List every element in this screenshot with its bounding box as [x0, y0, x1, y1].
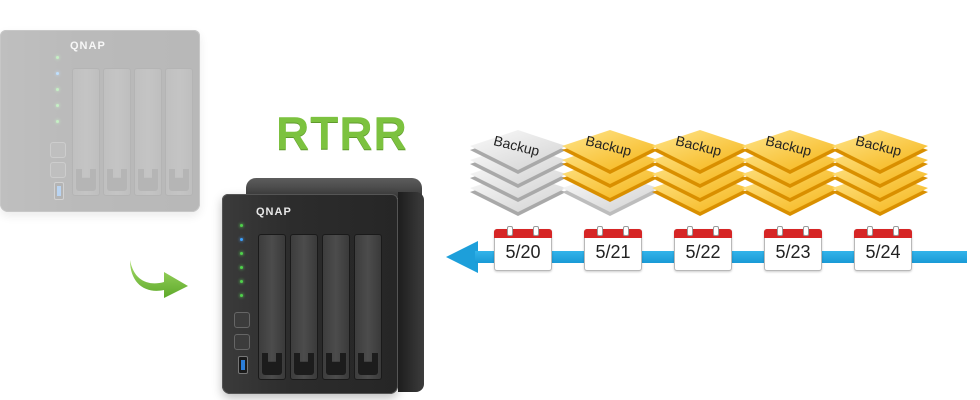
calendar-ring: [507, 226, 513, 236]
calendar-ring: [533, 226, 539, 236]
calendar-icon: 5/23: [764, 226, 822, 271]
target-nas-top: [246, 178, 422, 198]
calendar-ring: [597, 226, 603, 236]
led-icon: [240, 224, 243, 227]
led-icon: [56, 88, 59, 91]
led-icon: [240, 294, 243, 297]
drive-bay: [322, 234, 350, 380]
calendar-ring: [867, 226, 873, 236]
drive-bay: [72, 68, 100, 196]
drive-bay: [258, 234, 286, 380]
rtrr-title: RTRR: [276, 107, 408, 159]
backup-stack: Backup: [562, 128, 662, 228]
calendar-header: [854, 229, 912, 238]
calendar-ring: [777, 226, 783, 236]
source-nas-body: QNAP: [0, 30, 200, 212]
calendar-icon: 5/24: [854, 226, 912, 271]
calendar-header: [674, 229, 732, 238]
led-icon: [56, 56, 59, 59]
copy-button-icon: [50, 162, 66, 178]
power-button-icon: [50, 142, 66, 158]
drive-bay: [290, 234, 318, 380]
copy-button-icon: [234, 334, 250, 350]
power-button-icon: [234, 312, 250, 328]
led-icon: [240, 280, 243, 283]
led-icon: [240, 238, 243, 241]
timeline-arrow-icon: [446, 241, 478, 273]
calendar-ring: [893, 226, 899, 236]
target-nas-bays: [258, 234, 388, 384]
backup-stack: Backup: [832, 128, 932, 228]
curved-arrow-icon: [130, 260, 188, 298]
calendar-date: 5/24: [865, 242, 901, 262]
calendar-header: [494, 229, 552, 238]
calendar-date: 5/21: [595, 242, 631, 262]
calendar-icon: 5/20: [494, 226, 552, 271]
calendar-icon: 5/21: [584, 226, 642, 271]
calendar-ring: [713, 226, 719, 236]
calendar-icon: 5/22: [674, 226, 732, 271]
led-icon: [240, 266, 243, 269]
calendar-date: 5/23: [775, 242, 811, 262]
calendar-ring: [687, 226, 693, 236]
drive-bay: [354, 234, 382, 380]
calendar-date: 5/20: [505, 242, 541, 262]
backup-stack: Backup: [742, 128, 842, 228]
calendar-header: [764, 229, 822, 238]
calendar-date: 5/22: [685, 242, 721, 262]
led-icon: [56, 104, 59, 107]
backup-stack: Backup: [652, 128, 752, 228]
target-nas-side: [398, 192, 424, 392]
calendar-header: [584, 229, 642, 238]
usb-port-icon: [238, 356, 248, 374]
target-nas-body: QNAP: [222, 194, 398, 394]
drive-bay: [134, 68, 162, 196]
backup-stack: Backup: [470, 128, 570, 228]
calendar-ring: [803, 226, 809, 236]
usb-port-icon: [54, 182, 64, 200]
drive-bay: [165, 68, 193, 196]
led-icon: [240, 252, 243, 255]
led-icon: [56, 72, 59, 75]
target-nas-brand: QNAP: [256, 206, 292, 218]
led-icon: [56, 120, 59, 123]
source-nas-bays: [72, 68, 196, 208]
calendar-ring: [623, 226, 629, 236]
drive-bay: [103, 68, 131, 196]
source-nas-brand: QNAP: [70, 40, 106, 52]
